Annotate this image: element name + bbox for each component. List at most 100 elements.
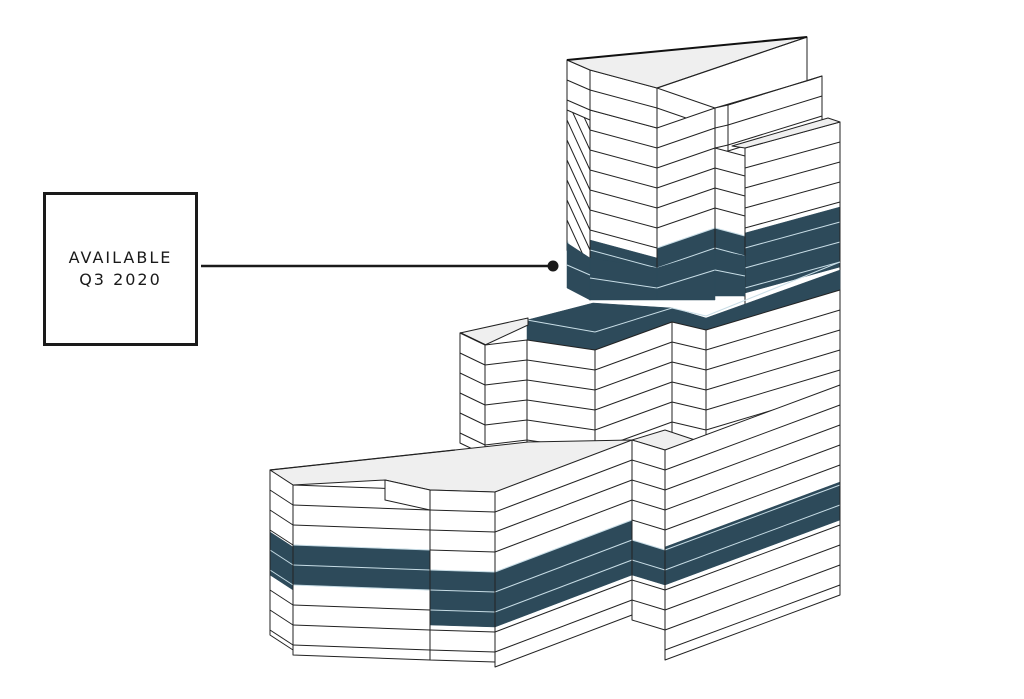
tower-mid-face-floor-line (656, 187, 716, 209)
podium-left-face-floor-line (292, 644, 431, 651)
podium-left-face-floor-line (292, 624, 431, 631)
podium-mid-face-floor-line (429, 569, 496, 573)
mid-notch-face-floor-line (671, 421, 707, 431)
tower-left-face-floor-line (566, 159, 591, 211)
podium-notch-face-floor-line (631, 519, 666, 531)
tower-right-face-floor-line (744, 161, 841, 189)
hl-line (594, 307, 673, 333)
tower-front-face-floor-line (589, 229, 658, 249)
podium-notch-face-floor-line (631, 559, 666, 571)
podium-left-face-floor-line (292, 604, 431, 611)
podium-right-face-floor-line (664, 464, 841, 531)
podium-mid-face-floor-line (429, 609, 496, 613)
mid-front-face-floor-line (594, 341, 673, 371)
mid-notch-face-floor-line (671, 361, 707, 371)
small-tower-left (459, 332, 486, 456)
podium-mid-face-floor-line (429, 589, 496, 593)
podium-corner-face-floor-line (269, 589, 294, 606)
podium-left-face-floor-line (292, 544, 431, 551)
podium-notch-face-floor-line (631, 599, 666, 611)
podium-roof-edge (269, 449, 456, 471)
tower-front-face-floor-line (589, 149, 658, 169)
podium-mid-face-floor-line (429, 629, 496, 633)
tower-left-face-floor-line (566, 179, 591, 231)
tower-notch-face-floor-line (714, 187, 746, 197)
mid-left-face-floor-line (526, 419, 596, 431)
mid-right-face-floor-line (705, 369, 841, 411)
podium-right-face-floor-line (664, 544, 841, 611)
small-tower-left-floor-line (459, 372, 486, 386)
tower-right-face-floor-line (744, 241, 841, 269)
small-tower-left-floor-line (459, 352, 486, 366)
tower-mid-face-floor-line (656, 167, 716, 189)
podium-corner-face-floor-line (269, 509, 294, 526)
mid-front-face-floor-line (594, 361, 673, 391)
availability-callout-box: AVAILABLE Q3 2020 (43, 192, 198, 346)
hl-line (526, 319, 596, 333)
tower-mid-face-floor-line (656, 247, 716, 269)
mid-front-face-floor-line (594, 401, 673, 431)
podium-notch-face-floor-line (631, 459, 666, 471)
small-tower-left-floor-line (459, 432, 486, 446)
tower-right-face-floor-line (744, 221, 841, 249)
tower-roof-ridge (566, 36, 808, 61)
small-tower-front (484, 339, 528, 446)
podium-front-face-floor-line (494, 519, 633, 573)
tower-left-face-floor-line (566, 139, 591, 191)
podium-corner-face-floor-line (269, 549, 294, 566)
tower-notch-face-floor-line (714, 227, 746, 237)
podium-mid-face-floor-line (429, 649, 496, 653)
tower-crown-front-floor-line (589, 89, 658, 109)
podium-corner-face-floor-line (269, 569, 294, 586)
mid-right-face-floor-line (705, 309, 841, 351)
podium-right-face-floor-line (664, 524, 841, 591)
callout-leader (201, 260, 559, 272)
hl-line (656, 269, 716, 289)
podium-front-face-floor-line (494, 499, 633, 553)
tower-mid-face-floor-line (656, 227, 716, 249)
hl-line (566, 264, 591, 276)
tower-left-face-floor-line (566, 119, 591, 171)
tower-crown-left-floor-line (566, 79, 591, 91)
podium-notch-face-floor-line (631, 499, 666, 511)
tower-front-face-floor-line (589, 189, 658, 209)
small-tower-front-floor-line (484, 359, 528, 366)
podium-front-face-floor-line (494, 579, 633, 633)
tower-front-face-floor-line (589, 209, 658, 229)
podium-mid-face-floor-line (429, 549, 496, 553)
podium-front-face-floor-line (494, 599, 633, 653)
mid-right-face-floor-line (705, 329, 841, 371)
podium-notch-face-floor-line (631, 479, 666, 491)
tower-step-upper-floor-line (727, 95, 823, 126)
podium-notch-face-floor-line (631, 539, 666, 551)
mid-right-face-floor-line (705, 349, 841, 391)
small-tower-front-floor-line (484, 379, 528, 386)
tower-crown-left-floor-line (566, 99, 591, 111)
podium-left-face-floor-line (292, 504, 431, 511)
building-massing (269, 36, 841, 668)
tower-notch-face-floor-line (714, 167, 746, 177)
hl-line (671, 307, 707, 317)
podium-right-face-floor-line (664, 424, 841, 491)
podium-right-face-floor-line (664, 504, 841, 571)
hl-line (714, 269, 746, 277)
tower-right-face-floor-line (744, 141, 841, 169)
small-tower-left-floor-line (459, 412, 486, 426)
podium-mid-face-floor-line (429, 509, 496, 513)
mid-notch-face-floor-line (671, 381, 707, 391)
tower-notch-face-floor-line (714, 247, 746, 257)
podium-left-face-floor-line (292, 584, 431, 591)
podium-right-face-floor-line (664, 564, 841, 631)
small-tower-front-floor-line (484, 399, 528, 406)
podium-corner-face-floor-line (269, 489, 294, 506)
tower-front-face-floor-line (589, 249, 658, 269)
tower-mid-highlight (656, 249, 716, 301)
tower-left-face-floor-line (566, 199, 591, 251)
mid-notch-face-floor-line (671, 401, 707, 411)
tower-step-upper-floor-line (727, 115, 823, 146)
mid-left-face-floor-line (526, 379, 596, 391)
podium-corner-face-floor-line (269, 629, 294, 646)
leader-dot (547, 260, 559, 272)
tower-mid-face-floor-line (656, 207, 716, 229)
podium-right-face-floor-line (664, 484, 841, 551)
